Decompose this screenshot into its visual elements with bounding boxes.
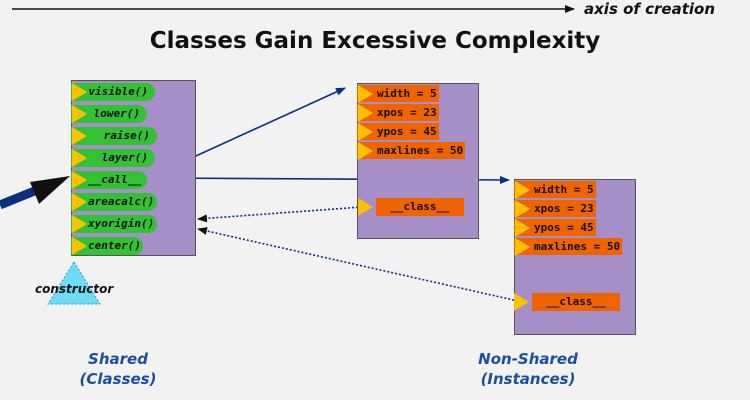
attr-flag: [358, 85, 373, 103]
nonshared-label-line2: (Instances): [480, 370, 576, 388]
instance2-class-link: [197, 227, 519, 302]
instance1-attr: xpos = 23: [357, 104, 439, 121]
attr-flag: [515, 181, 530, 199]
instance2-attr: ypos = 45: [514, 219, 596, 236]
attr-flag: [358, 142, 373, 160]
diagram-title: Classes Gain Excessive Complexity: [149, 28, 601, 54]
attr-flag: [515, 219, 530, 237]
method-flag: [72, 127, 87, 145]
class-method: visible(): [71, 83, 155, 101]
attr-flag: [515, 200, 530, 218]
class-method: lower(): [71, 105, 147, 123]
shared-label: Shared (Classes): [58, 349, 178, 389]
instance2-attr: xpos = 23: [514, 200, 596, 217]
method-flag: [72, 171, 87, 189]
axis-label: axis of creation: [584, 0, 716, 18]
shared-label-line2: (Classes): [79, 370, 157, 388]
instance1-attr: maxlines = 50: [357, 142, 465, 159]
class-method: xyorigin(): [71, 215, 157, 233]
attr-flag: [358, 123, 373, 141]
incoming-arrow-head: [30, 176, 70, 204]
constructor-label: constructor: [35, 282, 114, 296]
method-flag: [72, 215, 87, 233]
instance2-attr: width = 5: [514, 181, 596, 198]
class-method: raise(): [71, 127, 157, 145]
instance1-classref-flag: [358, 198, 373, 216]
nonshared-label: Non-Shared (Instances): [458, 349, 598, 389]
method-flag: [72, 105, 87, 123]
instance1-classref: __class__: [376, 198, 464, 216]
attr-flag: [515, 238, 530, 256]
instance1-attr: ypos = 45: [357, 123, 439, 140]
class-method: center(): [71, 237, 143, 255]
attr-flag: [358, 104, 373, 122]
nonshared-label-line1: Non-Shared: [478, 350, 578, 368]
method-flag: [72, 149, 87, 167]
instance1-attr: width = 5: [357, 85, 439, 102]
instance2-classref-flag: [514, 293, 529, 311]
class-method: areacalc(): [71, 193, 157, 211]
instance2-attr: maxlines = 50: [514, 238, 622, 255]
constructor-triangle: [47, 261, 101, 305]
class-method: __call__: [71, 171, 147, 189]
instance2-classref: __class__: [532, 293, 620, 311]
class-method: layer(): [71, 149, 155, 167]
method-flag: [72, 193, 87, 211]
method-flag: [72, 83, 87, 101]
method-flag: [72, 237, 87, 255]
instance1-class-link: [197, 206, 363, 223]
shared-label-line1: Shared: [88, 350, 148, 368]
